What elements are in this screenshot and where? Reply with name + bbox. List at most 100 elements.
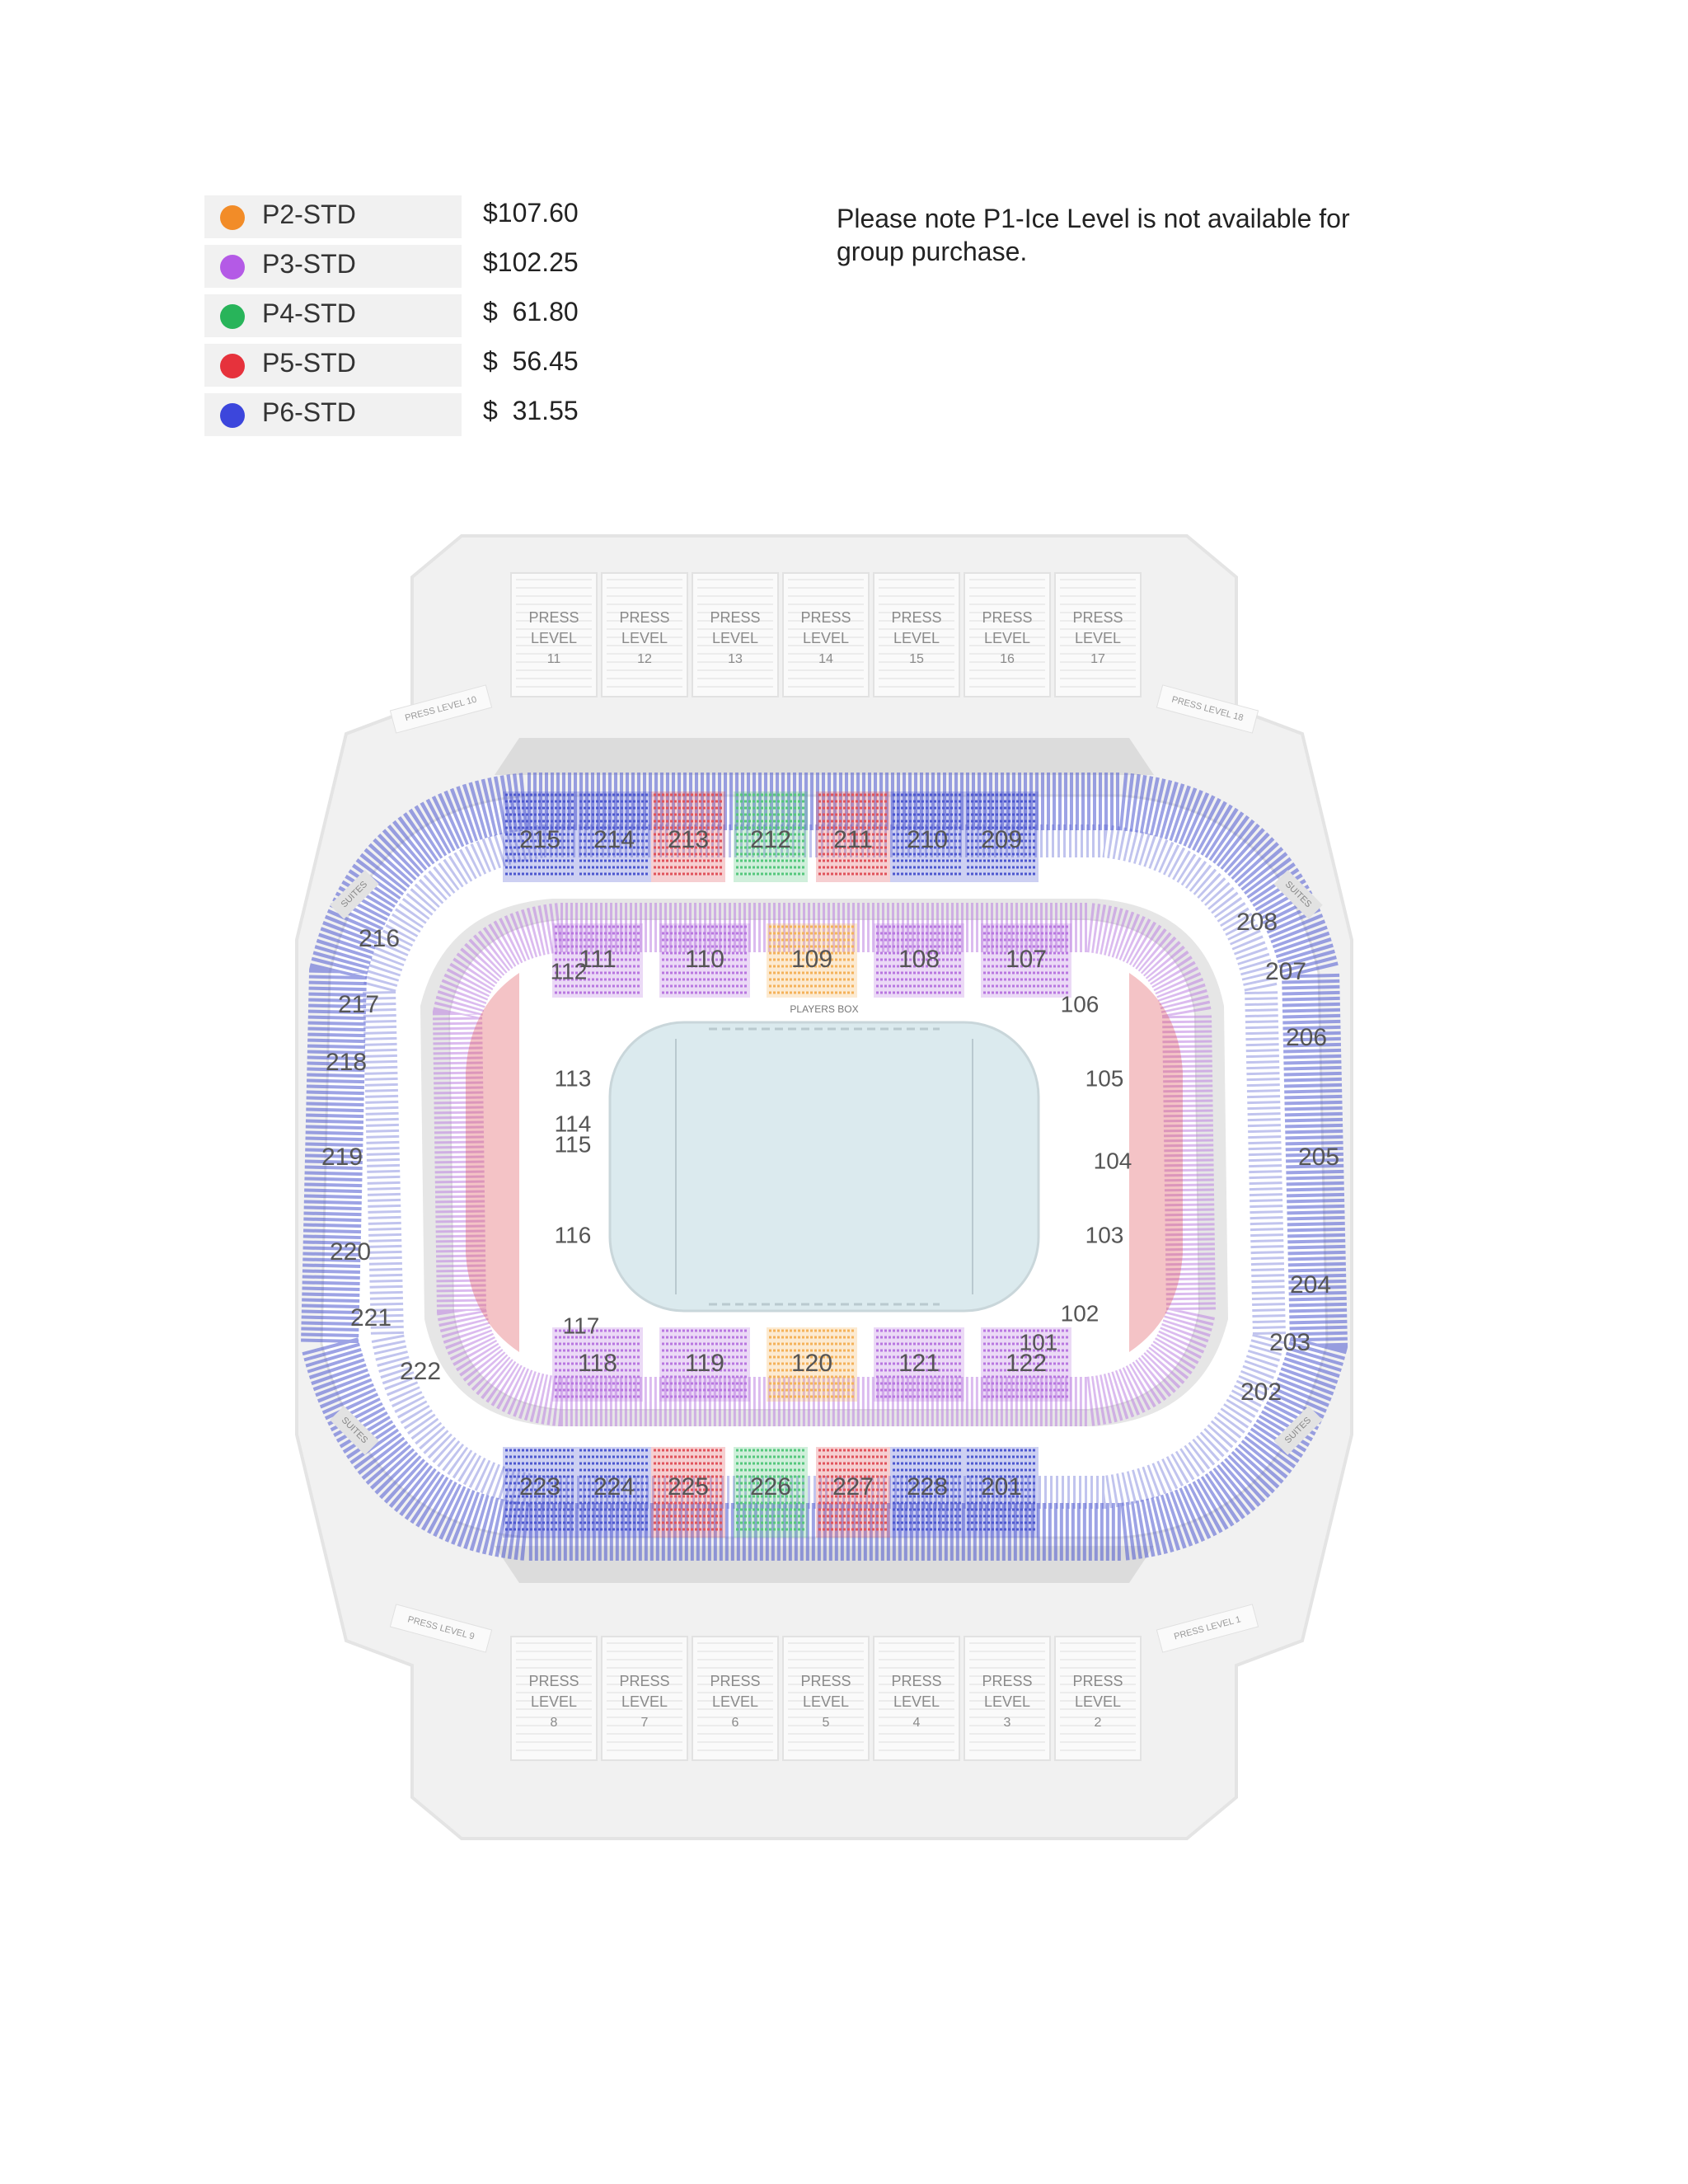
- section-111[interactable]: [552, 923, 643, 998]
- section-201[interactable]: [964, 1447, 1039, 1538]
- press-number: 8: [551, 1716, 558, 1730]
- concourse-bottom: [495, 1546, 1154, 1583]
- section-number-208: 208: [1236, 909, 1278, 936]
- press-box: [601, 572, 688, 697]
- section-number-115: 115: [555, 1131, 592, 1157]
- legend-price: $107.60: [483, 198, 579, 228]
- section-108[interactable]: [874, 923, 964, 998]
- press-box: [601, 1636, 688, 1761]
- press-label: LEVEL: [531, 630, 577, 646]
- legend-price: $ 31.55: [483, 396, 579, 425]
- section-number-120: 120: [791, 1350, 832, 1377]
- legend-row-p6-std: P6-STD$ 31.55: [204, 391, 617, 440]
- press-number: 2: [1095, 1716, 1102, 1730]
- press-box: [964, 572, 1051, 697]
- press-label: PRESS: [800, 609, 851, 626]
- legend-chip: [204, 393, 462, 436]
- section-number-110: 110: [685, 946, 724, 973]
- section-number-203: 203: [1269, 1329, 1311, 1356]
- section-122[interactable]: [981, 1327, 1071, 1402]
- section-number-228: 228: [907, 1473, 948, 1501]
- section-number-207: 207: [1265, 958, 1306, 985]
- press-label: LEVEL: [893, 630, 940, 646]
- press-label: PRESS: [528, 609, 579, 626]
- press-level-15: [873, 572, 960, 697]
- legend-chip: [204, 294, 462, 337]
- press-level-11: [510, 572, 598, 697]
- section-number-224: 224: [593, 1473, 635, 1501]
- press-label: PRESS: [1072, 1673, 1123, 1689]
- press-label: LEVEL: [621, 630, 668, 646]
- section-number-116: 116: [555, 1222, 592, 1247]
- press-label: PRESS: [710, 1673, 760, 1689]
- section-120[interactable]: [767, 1327, 857, 1402]
- press-label: PRESS: [891, 1673, 941, 1689]
- press-label: LEVEL: [712, 630, 758, 646]
- section-number-214: 214: [593, 826, 635, 853]
- press-label: LEVEL: [893, 1693, 940, 1710]
- press-label: PRESS: [982, 1673, 1032, 1689]
- press-corner-box: [1156, 684, 1259, 734]
- section-110[interactable]: [659, 923, 750, 998]
- section-227[interactable]: [816, 1447, 890, 1538]
- press-number: 3: [1004, 1716, 1011, 1730]
- press-box: [964, 1636, 1051, 1761]
- section-215[interactable]: [503, 791, 577, 882]
- press-corner-box: [389, 684, 493, 734]
- section-212[interactable]: [734, 791, 808, 882]
- section-214[interactable]: [577, 791, 651, 882]
- press-level-3: [964, 1636, 1051, 1761]
- suites-box: [1273, 870, 1323, 919]
- press-box: [692, 1636, 779, 1761]
- section-209[interactable]: [964, 791, 1039, 882]
- press-box: [1054, 572, 1142, 697]
- section-107[interactable]: [981, 923, 1071, 998]
- lower-ring-seats: [432, 903, 1217, 1426]
- section-213[interactable]: [651, 791, 725, 882]
- section-118[interactable]: [552, 1327, 643, 1402]
- press-box: [782, 1636, 870, 1761]
- section-121[interactable]: [874, 1327, 964, 1402]
- press-number: 16: [1000, 652, 1015, 666]
- press-number: 6: [732, 1716, 739, 1730]
- section-211[interactable]: [816, 791, 890, 882]
- section-228[interactable]: [890, 1447, 964, 1538]
- section-109[interactable]: [767, 923, 857, 998]
- section-225[interactable]: [651, 1447, 725, 1538]
- section-number-213: 213: [668, 826, 709, 853]
- section-number-227: 227: [832, 1473, 874, 1501]
- section-number-226: 226: [750, 1473, 791, 1501]
- section-number-212: 212: [750, 826, 791, 853]
- lower-right-end-seats: [1129, 973, 1183, 1352]
- press-level-4: [873, 1636, 960, 1761]
- section-number-107: 107: [1006, 946, 1047, 973]
- section-number-106: 106: [1061, 991, 1100, 1017]
- press-box: [873, 1636, 960, 1761]
- press-number: 11: [547, 652, 561, 666]
- section-210[interactable]: [890, 791, 964, 882]
- press-level-13: [692, 572, 779, 697]
- section-number-204: 204: [1290, 1271, 1331, 1299]
- lower-left-end-seats: [466, 973, 519, 1352]
- press-number: 13: [728, 652, 743, 666]
- press-label: LEVEL: [984, 1693, 1030, 1710]
- legend-color-dot: [220, 255, 245, 279]
- press-number: 7: [641, 1716, 649, 1730]
- section-number-209: 209: [981, 826, 1022, 853]
- legend-row-p5-std: P5-STD$ 56.45: [204, 341, 617, 391]
- legend-chip: [204, 344, 462, 387]
- legend-chip: [204, 195, 462, 238]
- suites-box: [1273, 1406, 1323, 1455]
- section-number-109: 109: [791, 946, 832, 973]
- legend-color-dot: [220, 304, 245, 329]
- press-label: LEVEL: [803, 630, 849, 646]
- section-224[interactable]: [577, 1447, 651, 1538]
- section-119[interactable]: [659, 1327, 750, 1402]
- section-226[interactable]: [734, 1447, 808, 1538]
- press-number: 4: [913, 1716, 921, 1730]
- press-level-17: [1054, 572, 1142, 697]
- section-223[interactable]: [503, 1447, 577, 1538]
- section-number-216: 216: [359, 925, 400, 952]
- suites-box: [330, 1406, 379, 1455]
- legend-price: $ 56.45: [483, 346, 579, 376]
